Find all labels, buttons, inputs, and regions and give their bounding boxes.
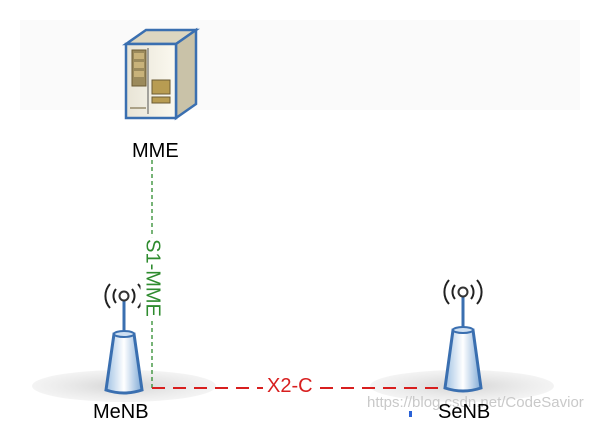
background-band [20,20,580,110]
antenna-icon [104,283,144,395]
s1-mme-label: S1-MME [140,237,164,319]
mme-label: MME [132,140,179,162]
watermark: https://blog.csdn.net/CodeSavior [367,394,584,411]
x2-c-label: X2-C [263,375,317,398]
blue-mark [409,411,412,417]
senb-label: SeNB [438,401,491,423]
server-icon [122,27,200,121]
antenna-icon [443,279,483,393]
menb-label: MeNB [93,401,149,423]
